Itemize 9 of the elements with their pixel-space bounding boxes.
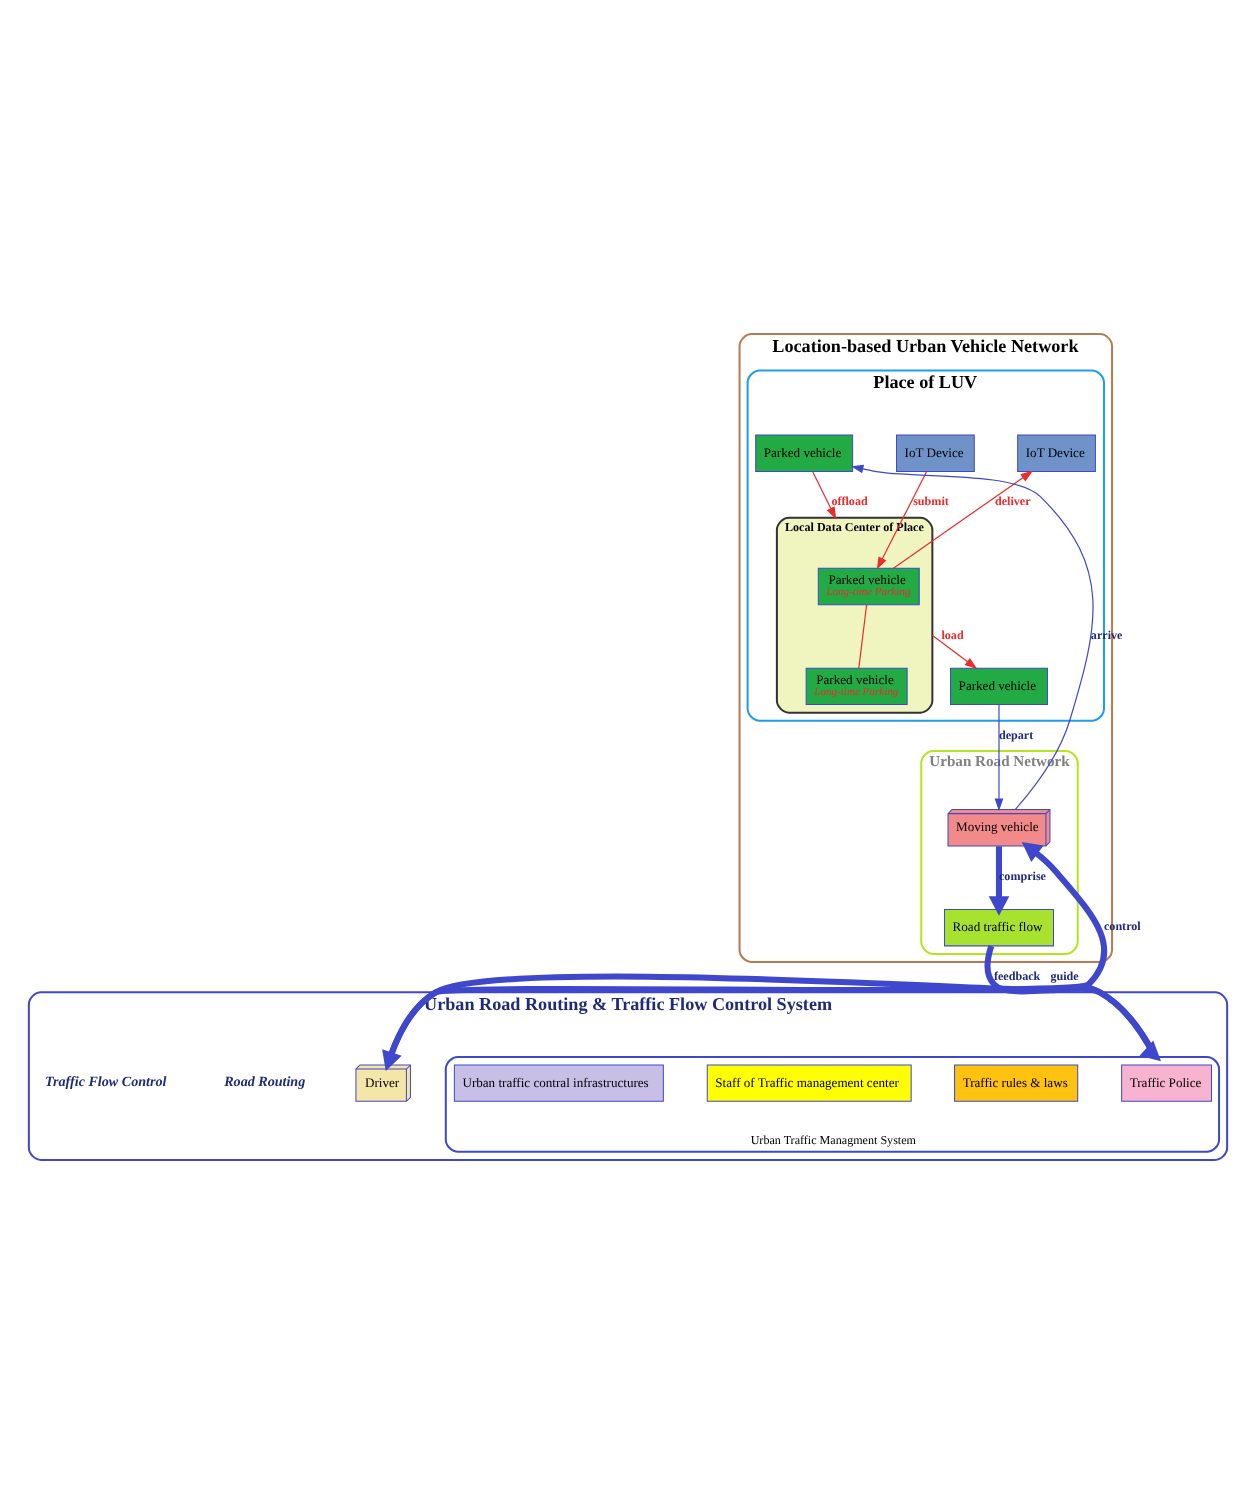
arrow — [931, 634, 978, 670]
arrow — [892, 470, 1034, 569]
arrow — [988, 846, 1010, 916]
arrow — [876, 471, 928, 570]
arrow — [994, 704, 1004, 811]
connector — [858, 604, 868, 669]
arrow — [384, 842, 1108, 1066]
arrow — [850, 464, 1094, 810]
arrow — [812, 471, 837, 520]
